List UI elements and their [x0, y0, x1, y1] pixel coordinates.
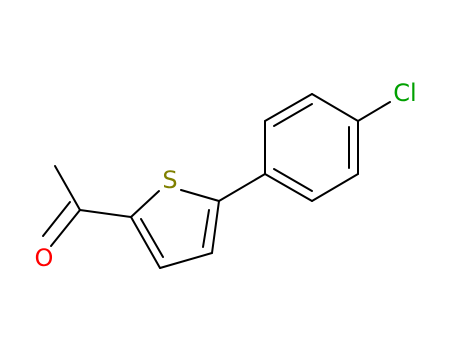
bond-c3-c2-inner	[140, 218, 164, 258]
bond-c4-c3	[159, 252, 213, 269]
bond-c5-c4	[211, 200, 220, 254]
bond-c3-c2	[130, 216, 161, 269]
bond-thiophene-phenyl	[218, 173, 266, 202]
chlorine-atom-label: Cl	[393, 79, 416, 107]
oxygen-atom-label: O	[35, 244, 54, 272]
bond-carbonyl-oxygen-1	[50, 209, 81, 247]
bond-ph2-ph3	[264, 93, 313, 122]
bond-methyl-carbonyl	[54, 165, 81, 211]
bond-c2-s	[130, 190, 160, 218]
bond-ph5-ph6	[311, 173, 359, 202]
bond-c5-c4-inner	[202, 209, 210, 248]
bond-ph3-ph4	[311, 93, 359, 122]
sulfur-atom-label: S	[162, 166, 177, 194]
bond-carbonyl-thiophene	[79, 209, 132, 218]
bond-carbonyl-oxygen-2	[42, 201, 71, 237]
bond-phenyl-chlorine	[357, 101, 391, 122]
bond-ph6-ph1	[264, 173, 313, 202]
bond-s-c5	[180, 189, 220, 202]
bond-ph2-ph3-inner	[273, 103, 313, 127]
bond-ph6-ph1-inner	[273, 168, 313, 192]
